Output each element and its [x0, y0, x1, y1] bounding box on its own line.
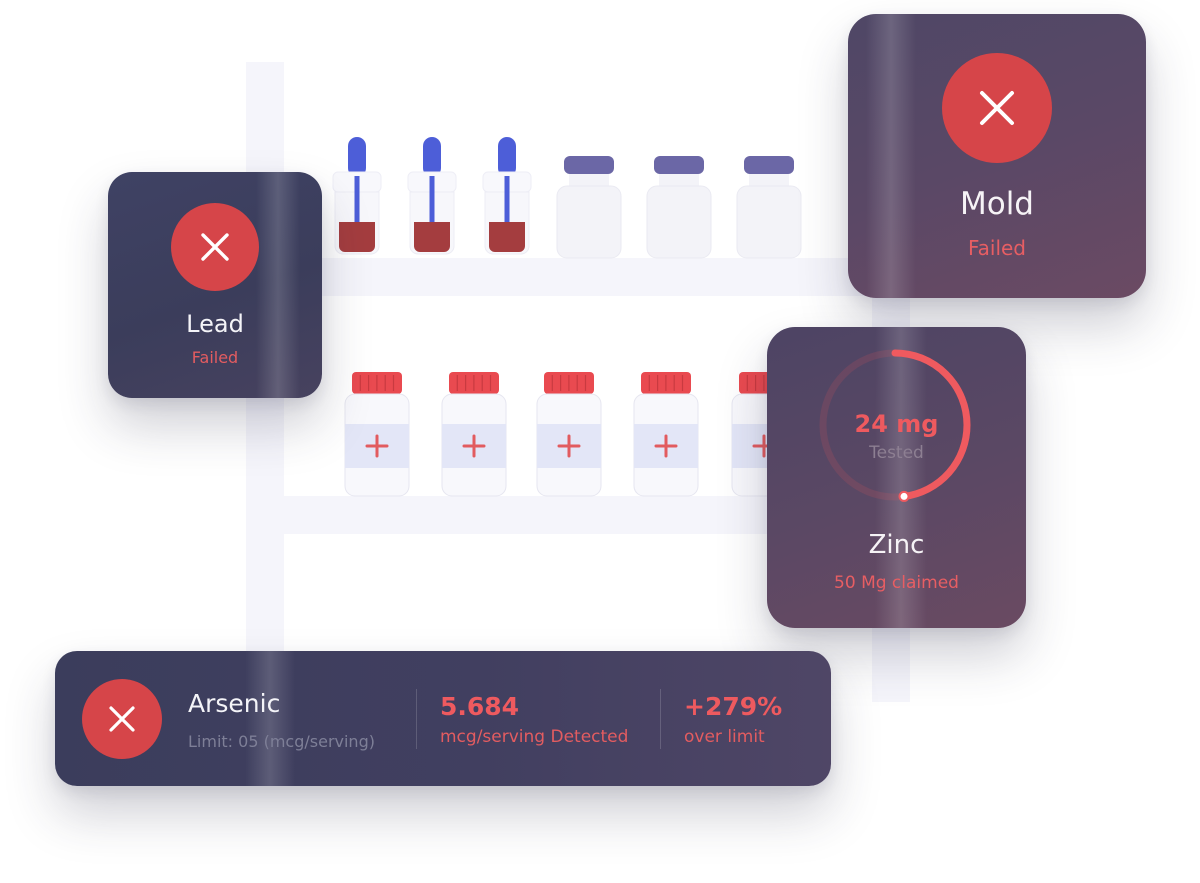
lead-result-card[interactable]: Lead Failed	[108, 172, 322, 398]
lead-name: Lead	[186, 310, 244, 338]
divider	[416, 689, 417, 749]
zinc-progress-arc	[819, 349, 971, 501]
arsenic-result-card[interactable]: Arsenic Limit: 05 (mcg/serving) 5.684 mc…	[55, 651, 831, 786]
lead-status: Failed	[191, 348, 239, 367]
zinc-tested-amount: 24 mg	[854, 410, 939, 438]
shelf-bottom-row	[344, 372, 797, 497]
arsenic-detected-value: 5.684	[440, 692, 520, 721]
divider	[660, 689, 661, 749]
dropper-bottle-icon	[482, 137, 532, 255]
zinc-result-card[interactable]: 24 mg Tested Zinc 50 Mg claimed	[767, 327, 1026, 628]
capsule-jar-icon	[646, 156, 712, 259]
mold-status: Failed	[967, 236, 1027, 260]
close-icon	[171, 203, 259, 291]
arsenic-over-value: +279%	[684, 692, 783, 721]
zinc-progress-knob	[898, 490, 910, 502]
medicine-bottle-icon	[633, 372, 699, 497]
zinc-name: Zinc	[868, 530, 925, 560]
medicine-bottle-icon	[536, 372, 602, 497]
zinc-tested-label: Tested	[869, 443, 924, 463]
zinc-progress-ring	[819, 349, 971, 502]
capsule-jar-icon	[556, 156, 622, 259]
close-icon	[942, 53, 1052, 163]
dropper-bottle-icon	[332, 137, 382, 255]
capsule-jar-icon	[736, 156, 802, 259]
arsenic-detected-label: mcg/serving Detected	[440, 727, 629, 747]
mold-name: Mold	[959, 186, 1034, 222]
glass-glare	[245, 651, 295, 786]
close-icon	[82, 679, 162, 759]
shelf-top-row	[332, 137, 802, 259]
arsenic-limit: Limit: 05 (mcg/serving)	[188, 732, 375, 751]
dropper-bottle-icon	[407, 137, 457, 255]
medicine-bottle-icon	[344, 372, 410, 497]
mold-result-card[interactable]: Mold Failed	[848, 14, 1146, 298]
medicine-bottle-icon	[441, 372, 507, 497]
arsenic-over-label: over limit	[684, 727, 765, 747]
zinc-claimed: 50 Mg claimed	[834, 573, 959, 593]
arsenic-name: Arsenic	[188, 689, 281, 718]
